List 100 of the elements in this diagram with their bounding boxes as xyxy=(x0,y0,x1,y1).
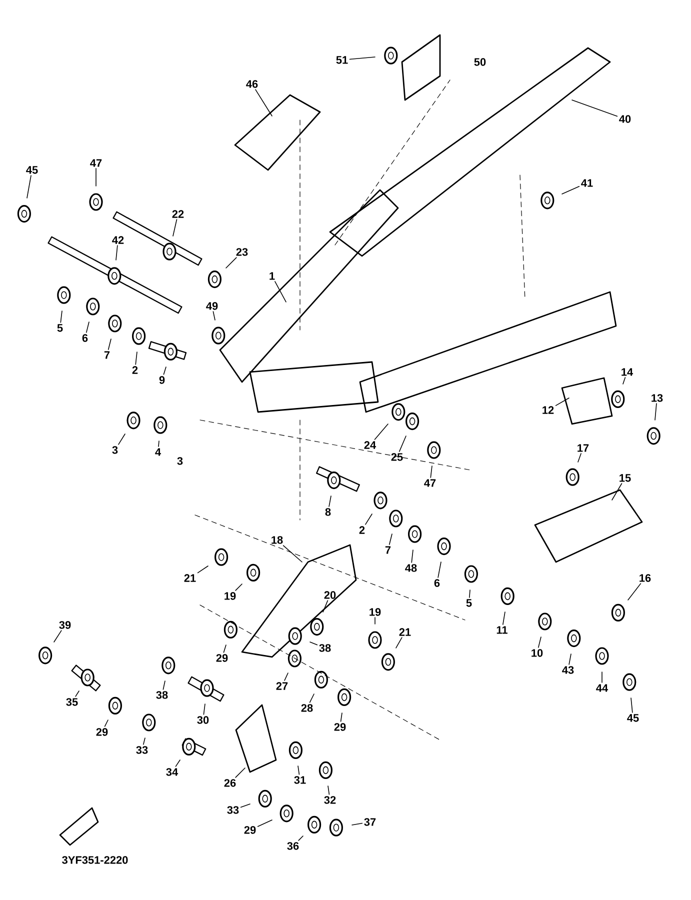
callout-number: 26 xyxy=(224,779,236,787)
leader-line xyxy=(538,636,542,648)
callout-number: 13 xyxy=(652,394,663,402)
leader-line xyxy=(235,768,246,778)
callout-number: 29 xyxy=(216,654,228,662)
leader-line xyxy=(104,720,108,727)
callout-number: 38 xyxy=(319,644,331,652)
leader-line xyxy=(240,804,250,808)
callout-number: 19 xyxy=(224,592,236,600)
callout-number: 17 xyxy=(578,444,589,452)
callout-number: 49 xyxy=(206,302,218,310)
callout-number: 9 xyxy=(159,376,165,384)
callout-number: 35 xyxy=(66,698,78,706)
leader-line xyxy=(158,440,160,447)
leader-line xyxy=(310,642,318,646)
leader-line xyxy=(284,672,288,681)
leader-line xyxy=(411,550,414,563)
leader-line xyxy=(75,690,80,697)
leader-line xyxy=(469,590,470,598)
callout-number: 30 xyxy=(197,716,209,724)
callout-number: 34 xyxy=(166,768,178,776)
callout-number: 7 xyxy=(385,546,391,554)
leader-line xyxy=(175,760,180,767)
leader-line xyxy=(257,820,272,827)
leader-line xyxy=(555,398,570,406)
leader-line xyxy=(26,175,32,198)
leader-line xyxy=(430,466,432,478)
callout-number: 28 xyxy=(301,704,313,712)
callout-number: 39 xyxy=(59,621,71,629)
leader-line xyxy=(226,257,237,268)
callout-number: 29 xyxy=(334,723,346,731)
callout-number: 11 xyxy=(496,626,508,634)
leader-line xyxy=(578,453,582,462)
callout-number: 42 xyxy=(112,236,124,244)
callout-number: 21 xyxy=(399,628,411,636)
callout-number: 33 xyxy=(227,806,239,814)
callout-number: 44 xyxy=(596,684,608,692)
leader-line xyxy=(118,434,126,445)
callout-number: 16 xyxy=(640,574,651,582)
callout-number: 19 xyxy=(370,608,381,616)
callout-number: 45 xyxy=(26,166,38,174)
leader-line xyxy=(203,704,206,715)
leader-line xyxy=(309,694,314,703)
leader-line xyxy=(135,352,138,365)
callout-number: 50 xyxy=(474,58,486,66)
leader-line xyxy=(255,89,272,116)
leader-line xyxy=(235,584,242,591)
callout-number: 3 xyxy=(177,457,183,465)
leader-line xyxy=(502,612,506,625)
callout-number: 27 xyxy=(276,682,288,690)
leader-line xyxy=(212,311,216,320)
callout-number: 6 xyxy=(434,579,440,587)
callout-number: 29 xyxy=(96,728,108,736)
callout-number: 1 xyxy=(270,272,275,280)
callout-number: 23 xyxy=(236,248,248,256)
leader-line xyxy=(654,403,657,420)
leader-line xyxy=(60,310,62,323)
callout-number: 18 xyxy=(272,536,283,544)
leader-line xyxy=(572,100,618,117)
callout-number: 36 xyxy=(287,842,299,850)
leader-line xyxy=(328,786,330,795)
leader-line xyxy=(396,637,402,648)
callout-number: 3 xyxy=(112,446,118,454)
callout-number: 2 xyxy=(359,526,365,534)
leader-line xyxy=(374,617,376,624)
callout-number: 10 xyxy=(532,649,543,657)
leader-line xyxy=(172,219,178,236)
callout-number: 32 xyxy=(324,796,336,804)
callout-number: 21 xyxy=(184,574,196,582)
callout-number: 6 xyxy=(82,334,88,342)
callout-number: 45 xyxy=(627,714,639,722)
leader-line xyxy=(143,738,146,745)
callout-number: 31 xyxy=(294,776,306,784)
callout-number: 47 xyxy=(90,159,102,167)
leader-line xyxy=(108,338,112,350)
leader-line xyxy=(438,562,442,578)
callout-number: 48 xyxy=(405,564,417,572)
callout-number: 14 xyxy=(622,368,634,376)
leader-line xyxy=(274,281,286,302)
leader-line xyxy=(628,583,642,600)
callout-number: 43 xyxy=(562,666,574,674)
callout-number: 25 xyxy=(391,453,403,461)
leader-line xyxy=(388,534,392,545)
callout-number: 5 xyxy=(57,324,63,332)
callout-number: 47 xyxy=(424,479,436,487)
callout-number: 5 xyxy=(466,599,472,607)
leader-line xyxy=(612,483,622,500)
leader-line xyxy=(163,366,166,375)
callout-number: 33 xyxy=(136,746,148,754)
leader-line xyxy=(568,654,572,665)
leader-line xyxy=(340,712,342,722)
callout-number: 4 xyxy=(155,448,161,456)
leader-line xyxy=(328,496,332,507)
callout-number: 41 xyxy=(581,179,593,187)
callout-number: 38 xyxy=(156,691,168,699)
leader-line xyxy=(630,698,633,713)
callout-number: 12 xyxy=(542,406,554,414)
callout-number: 22 xyxy=(172,210,184,218)
leader-line xyxy=(298,766,300,775)
callout-number: 40 xyxy=(619,115,631,123)
